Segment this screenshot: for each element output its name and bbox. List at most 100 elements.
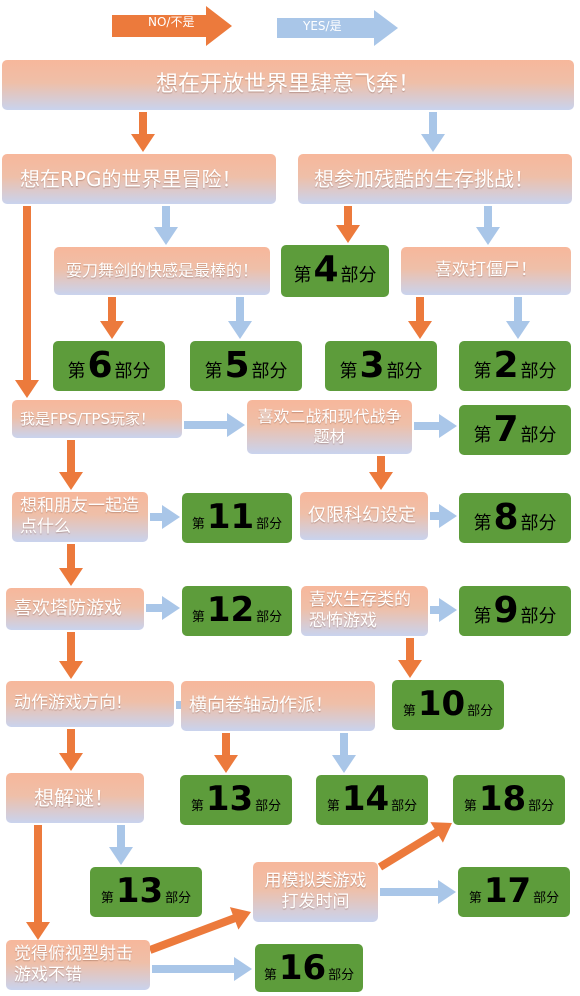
result-prefix: 第: [191, 610, 205, 625]
yes-arrow: [146, 596, 180, 620]
result-number: 13: [205, 779, 254, 819]
result-number: 8: [493, 497, 519, 538]
no-arrow: [398, 638, 422, 678]
question-action: 动作游戏方向!: [6, 681, 174, 727]
result-suffix: 部分: [528, 799, 555, 814]
no-arrow: [59, 440, 83, 490]
question-swords: 耍刀舞剑的快感是最棒的！: [54, 247, 270, 295]
result-suffix: 部分: [391, 799, 418, 814]
no-arrow: [408, 297, 432, 339]
yes-arrow: [476, 206, 500, 245]
result-suffix: 部分: [114, 361, 151, 382]
result-suffix: 部分: [533, 891, 560, 906]
yes-arrow: [380, 880, 456, 904]
result-number: 12: [206, 590, 255, 630]
result-suffix: 部分: [386, 361, 423, 382]
result-suffix: 部分: [255, 799, 282, 814]
yes-arrow: [154, 206, 178, 245]
result-suffix: 部分: [251, 361, 288, 382]
yes-arrow: [228, 297, 252, 339]
result-suffix: 部分: [256, 610, 283, 625]
yes-arrow: [430, 504, 457, 528]
question-sidescroll: 横向卷轴动作派！: [181, 681, 375, 731]
no-arrow: [214, 733, 238, 773]
result-suffix: 部分: [520, 425, 557, 446]
question-puzzle: 想解谜！: [6, 773, 144, 823]
result-number: 4: [313, 249, 339, 290]
yes-arrow: [332, 733, 356, 773]
result-suffix: 部分: [340, 265, 377, 286]
result-suffix: 部分: [520, 513, 557, 534]
question-zombies: 喜欢打僵尸！: [401, 247, 571, 295]
legend-yes-arrow: [277, 10, 398, 46]
question-tower: 喜欢塔防游戏: [6, 588, 144, 630]
result-prefix: 第: [100, 891, 114, 906]
result-number: 7: [493, 409, 519, 450]
result-number: 13: [115, 871, 164, 911]
no-arrow: [15, 206, 39, 398]
yes-arrow: [506, 297, 530, 339]
no-arrow: [131, 112, 155, 152]
result-prefix: 第: [468, 891, 482, 906]
no-arrow: [336, 206, 360, 243]
question-scifi: 仅限科幻设定: [300, 492, 428, 540]
yes-arrow: [150, 505, 180, 529]
result-suffix: 部分: [165, 891, 192, 906]
no-arrow: [26, 825, 50, 940]
question-friends: 想和朋友一起造点什么: [12, 492, 148, 542]
legend-yes-label: YES/是: [303, 19, 342, 33]
yes-arrow: [152, 957, 252, 981]
result-suffix: 部分: [520, 606, 557, 627]
result-suffix: 部分: [328, 968, 355, 983]
result-number: 3: [359, 345, 385, 386]
result-number: 16: [278, 948, 327, 988]
question-wwii: 喜欢二战和现代战争题材: [247, 400, 412, 454]
result-number: 6: [87, 345, 113, 386]
result-prefix: 第: [402, 704, 416, 719]
result-number: 17: [483, 871, 532, 911]
result-number: 18: [478, 779, 527, 819]
result-number: 14: [341, 779, 390, 819]
yes-arrow: [430, 598, 457, 622]
question-open-world: 想在开放世界里肆意飞奔！: [2, 60, 574, 110]
result-prefix: 第: [191, 517, 205, 532]
question-fps: 我是FPS/TPS玩家！: [12, 400, 182, 438]
yes-arrow: [421, 112, 445, 152]
no-arrow: [369, 456, 393, 490]
result-prefix: 第: [463, 799, 477, 814]
result-number: 2: [493, 345, 519, 386]
result-prefix: 第: [293, 265, 312, 286]
result-number: 9: [493, 590, 519, 631]
question-survival: 想参加残酷的生存挑战！: [298, 154, 572, 204]
no-arrow: [377, 822, 452, 871]
no-arrow: [59, 729, 83, 771]
result-prefix: 第: [339, 361, 358, 382]
result-number: 10: [417, 684, 466, 724]
yes-arrow: [184, 413, 245, 437]
result-prefix: 第: [326, 799, 340, 814]
result-prefix: 第: [473, 361, 492, 382]
result-prefix: 第: [473, 513, 492, 534]
result-prefix: 第: [473, 425, 492, 446]
yes-arrow: [109, 825, 133, 865]
result-number: 11: [206, 497, 255, 537]
yes-arrow: [414, 414, 457, 438]
result-suffix: 部分: [467, 704, 494, 719]
result-suffix: 部分: [256, 517, 283, 532]
no-arrow: [100, 297, 124, 339]
result-prefix: 第: [204, 361, 223, 382]
question-horror: 喜欢生存类的恐怖游戏: [301, 586, 428, 636]
